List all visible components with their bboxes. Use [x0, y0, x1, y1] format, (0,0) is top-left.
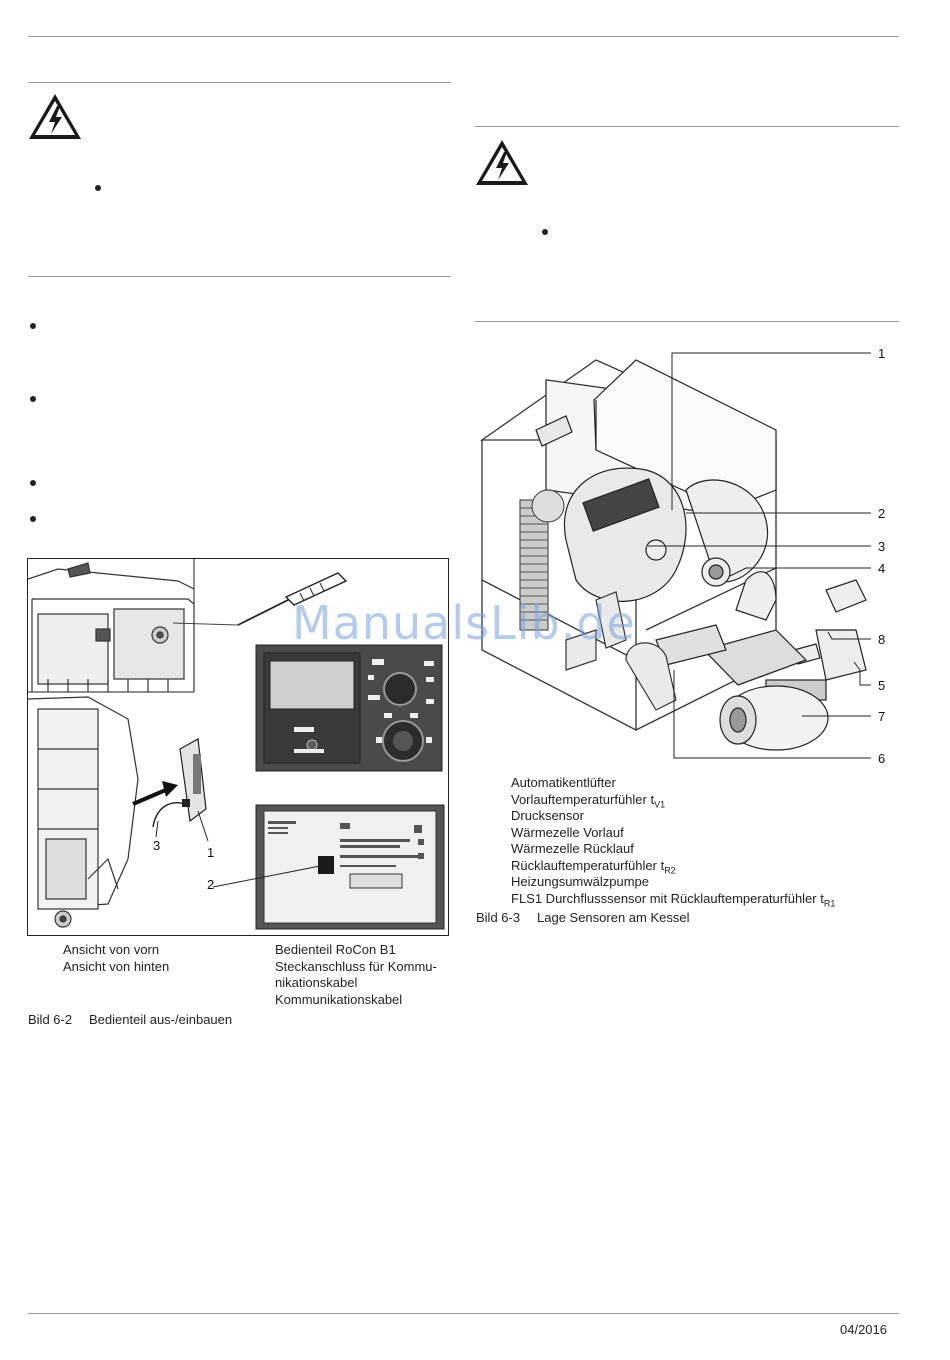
legend-item: Kommunikationskabel [275, 991, 403, 1007]
footer-date: 04/2016 [840, 1322, 887, 1337]
sensor-legend-item: Wärmezelle Vorlauf [511, 824, 624, 840]
right-warning-top-rule [475, 126, 899, 127]
control-unit-illustration [28, 559, 445, 930]
list-bullet [30, 516, 36, 522]
sensor-callout-5: 5 [878, 678, 886, 693]
sensor-legend-item: Drucksensor [511, 808, 584, 823]
sensor-callout-1: 1 [878, 346, 886, 361]
legend-item: nikationskabel [275, 975, 358, 990]
figure-caption-number-right: Bild 6-3 [476, 910, 521, 925]
warning-bullet-right [542, 229, 548, 235]
footer-rule [28, 1313, 899, 1314]
sensor-legend-item: Wärmezelle Rücklauf [511, 841, 634, 856]
legend-item: Ansicht von vorn [63, 942, 160, 957]
sensor-legend-item: Automatikentlüfter [511, 775, 616, 790]
sensor-legend-item: FLS1 Durchflusssensor mit Rücklauftemper… [511, 890, 836, 909]
legend-item: Steckanschluss für Kommu- [275, 958, 437, 974]
sensor-legend-item: Rücklauftemperaturfühler tR2 [511, 857, 676, 876]
sensor-callout-7: 7 [878, 709, 886, 724]
sensor-callout-8: 8 [878, 632, 886, 647]
sensor-callout-6: 6 [878, 751, 886, 766]
figure-control-unit: 1 2 3 [27, 558, 449, 936]
list-bullet [30, 396, 36, 402]
sensor-legend-item: Heizungsumwälzpumpe [511, 874, 650, 889]
sensor-legend-item: Vorlauftemperaturfühler tV1 [511, 791, 666, 810]
electric-warning-icon-right [476, 140, 528, 185]
callout-1: 1 [207, 845, 215, 860]
sensor-callout-3: 3 [878, 539, 886, 554]
warning-bullet [95, 185, 101, 191]
legend-item: Ansicht von hinten [63, 958, 170, 974]
watermark: ManualsLib.de [292, 596, 636, 650]
figure-caption-text-right: Lage Sensoren am Kessel [537, 910, 690, 925]
electric-warning-icon [29, 94, 81, 139]
callout-3: 3 [153, 838, 161, 853]
figure-caption-number: Bild 6-2 [28, 1012, 73, 1027]
boiler-sensor-diagram [479, 352, 871, 759]
callout-2: 2 [207, 877, 215, 892]
legend-item: Bedienteil RoCon B1 [275, 942, 396, 957]
top-rule [28, 36, 899, 37]
figure-caption-text: Bedienteil aus-/einbauen [89, 1012, 233, 1027]
list-bullet [30, 323, 36, 329]
left-warning-bottom-rule [28, 276, 451, 277]
right-warning-bottom-rule [475, 321, 899, 322]
list-bullet [30, 480, 36, 486]
sensor-callout-4: 4 [878, 561, 886, 576]
sensor-callout-2: 2 [878, 506, 886, 521]
left-warning-top-rule [28, 82, 451, 83]
